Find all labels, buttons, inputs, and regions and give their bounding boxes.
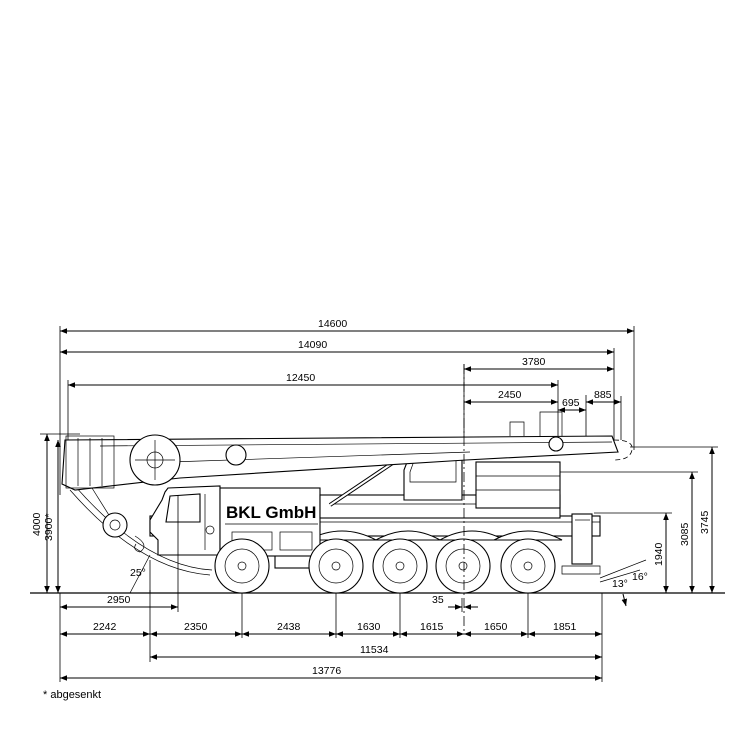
footnote: * abgesenkt bbox=[43, 689, 101, 701]
wheels bbox=[214, 538, 556, 594]
dim-2950: 2950 bbox=[107, 594, 131, 606]
dim-1650: 1650 bbox=[484, 621, 508, 633]
angle-25: 25° bbox=[130, 567, 146, 579]
dim-3085: 3085 bbox=[679, 522, 691, 546]
dim-14090: 14090 bbox=[298, 339, 327, 351]
brand-lettering: BKL GmbH bbox=[226, 503, 316, 522]
crane-illustration: BKL GmbH bbox=[61, 411, 633, 594]
dim-3780: 3780 bbox=[522, 356, 546, 368]
dim-12450: 12450 bbox=[286, 372, 315, 384]
angle-13: 13° bbox=[612, 578, 628, 590]
dim-3900: 3900* bbox=[43, 514, 55, 541]
dim-4000: 4000 bbox=[31, 512, 43, 536]
dim-2450: 2450 bbox=[498, 389, 522, 401]
dim-35: 35 bbox=[432, 594, 444, 606]
dim-695: 695 bbox=[562, 397, 580, 409]
dim-885: 885 bbox=[594, 389, 612, 401]
dim-11534: 11534 bbox=[360, 644, 389, 656]
dim-13776: 13776 bbox=[312, 665, 341, 677]
right-height-dimensions: 3745 3085 1940 bbox=[560, 446, 718, 593]
left-height-dimensions: 4000 3900* bbox=[31, 433, 80, 593]
dim-1615: 1615 bbox=[420, 621, 444, 633]
dim-14600: 14600 bbox=[318, 318, 347, 330]
top-dimensions: 14600 14090 12450 3780 2450 695 885 bbox=[59, 318, 635, 495]
dim-1630: 1630 bbox=[357, 621, 381, 633]
angle-16: 16° bbox=[632, 571, 648, 583]
angle-markers: 25° 13° 16° bbox=[129, 554, 648, 607]
dim-1851: 1851 bbox=[553, 621, 577, 633]
dim-2438: 2438 bbox=[277, 621, 301, 633]
dim-2350: 2350 bbox=[184, 621, 208, 633]
dim-2242: 2242 bbox=[93, 621, 117, 633]
bottom-dimensions: 2950 35 2242 2350 2438 1630 1615 1650 18… bbox=[59, 495, 603, 682]
dim-1940: 1940 bbox=[653, 542, 665, 566]
dim-3745: 3745 bbox=[699, 510, 711, 534]
